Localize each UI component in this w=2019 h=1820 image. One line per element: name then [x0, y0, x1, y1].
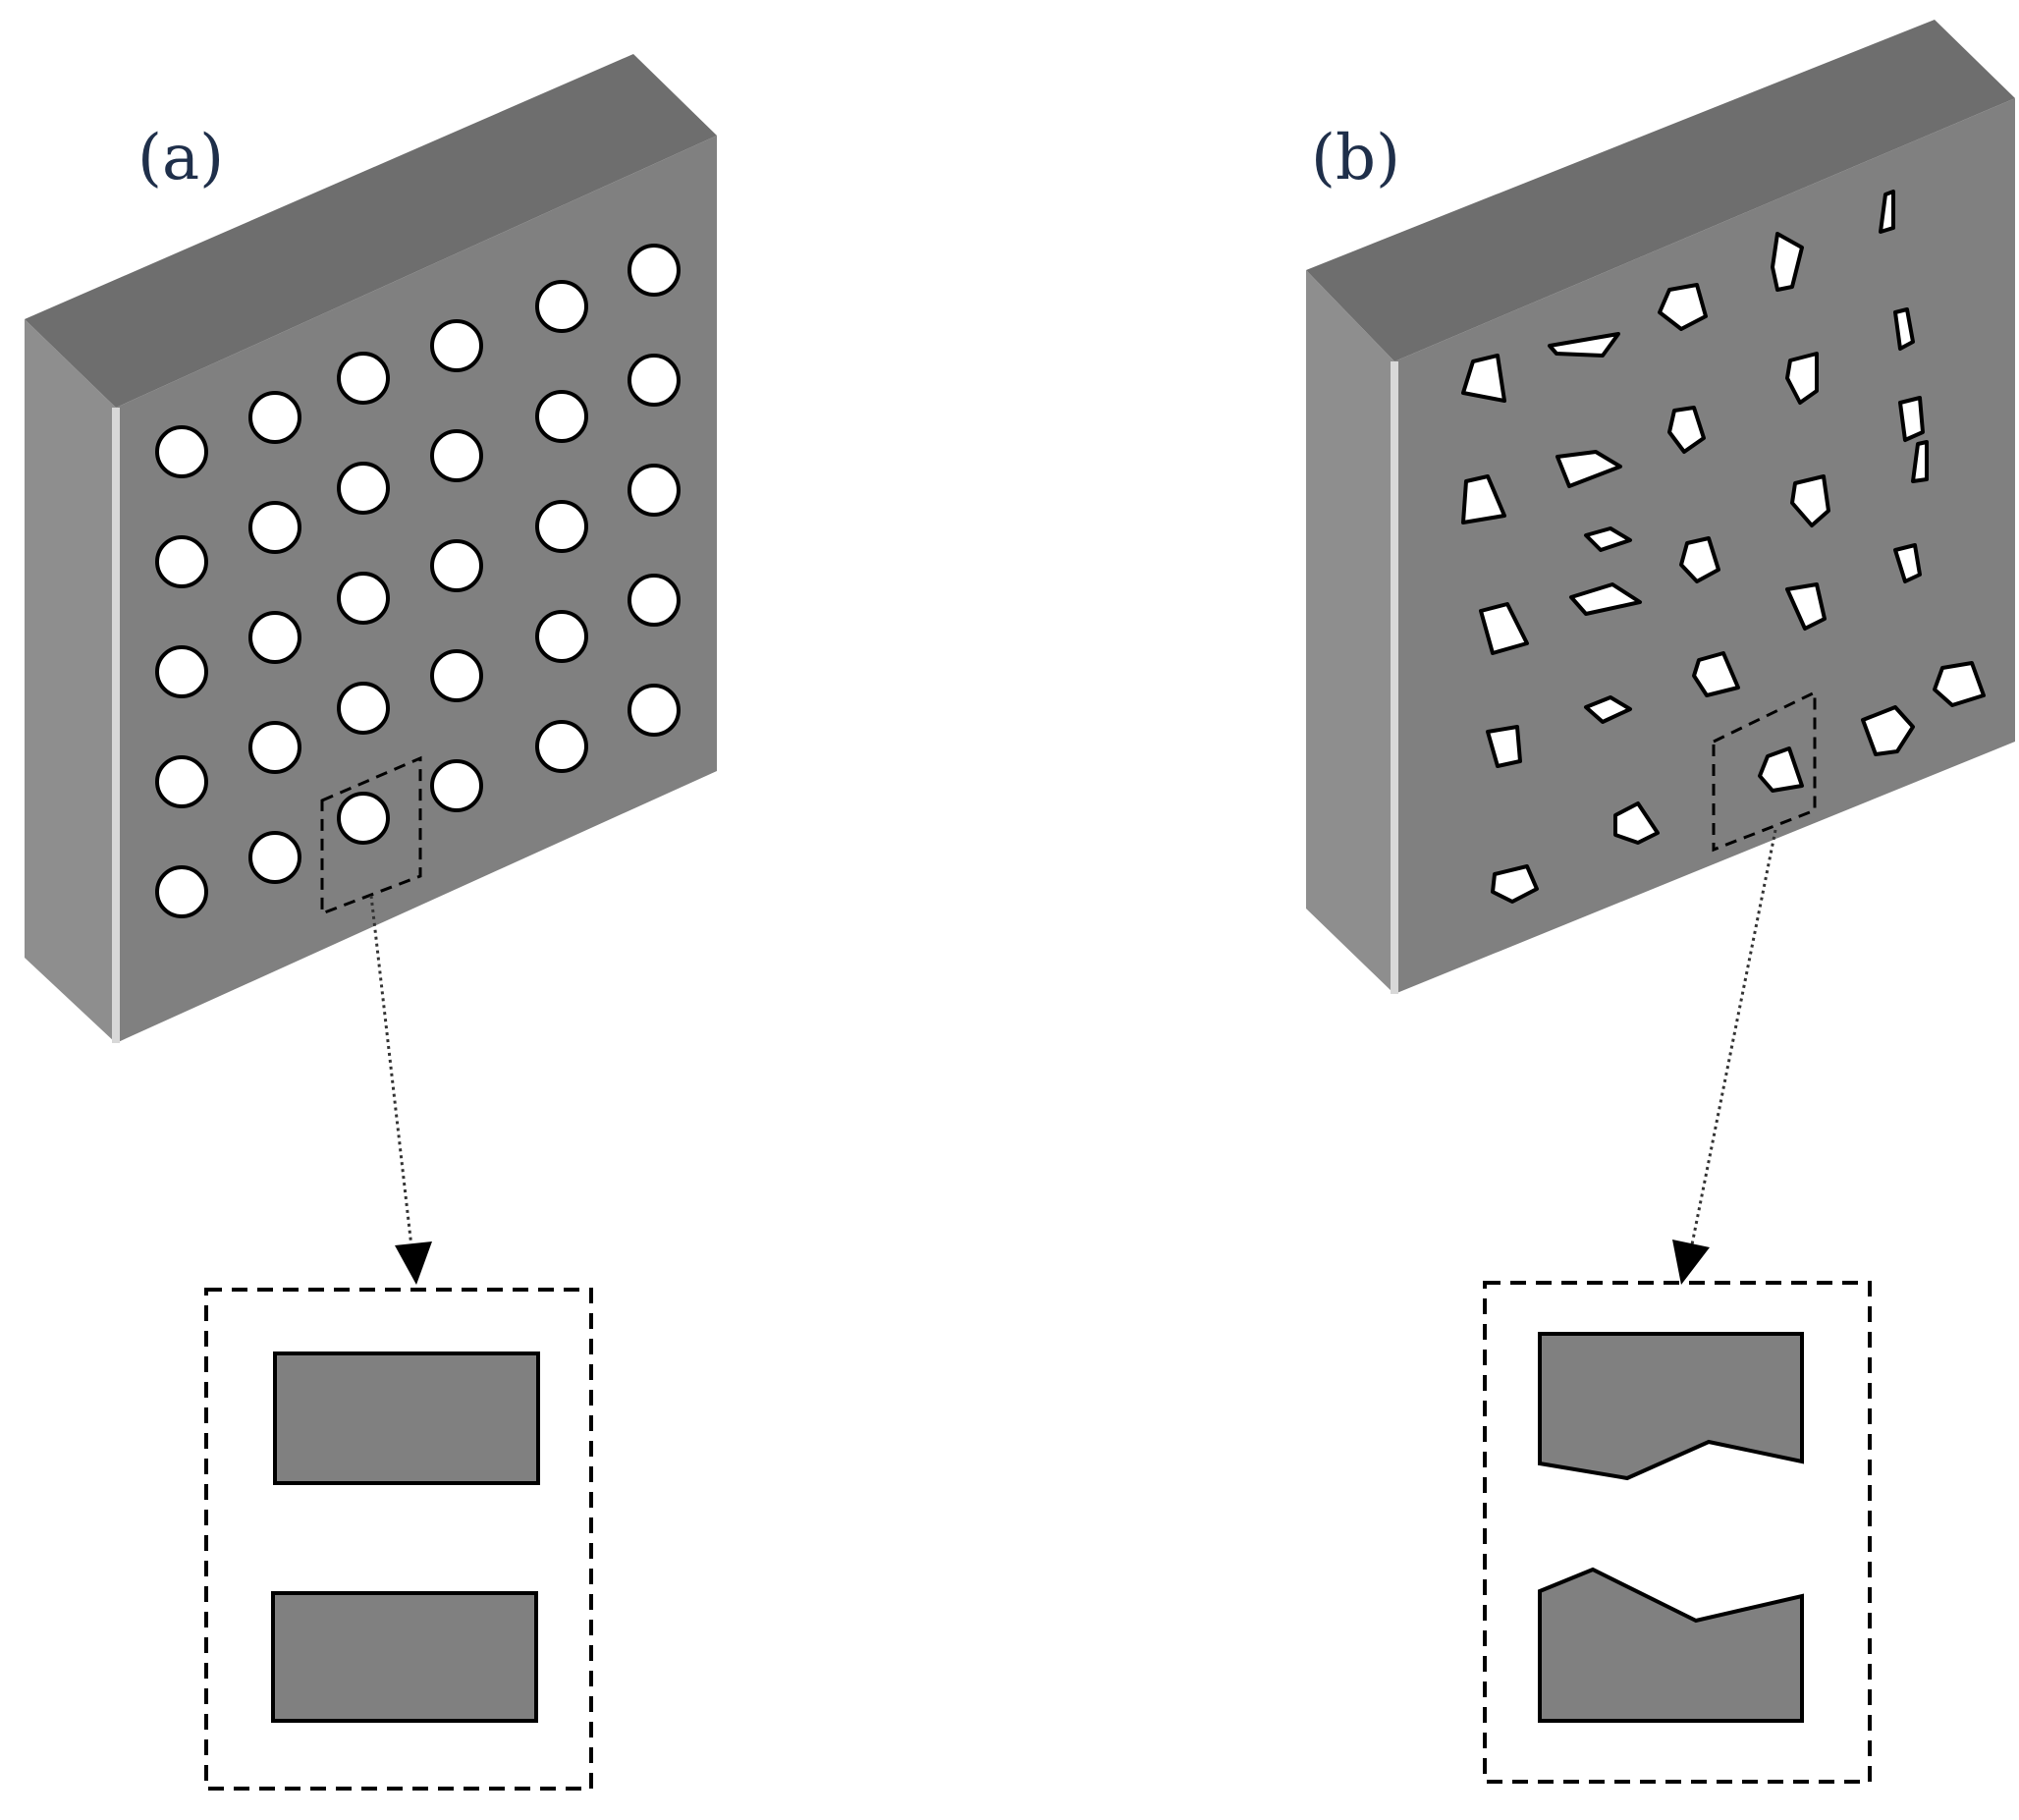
panel-a: (a): [25, 54, 717, 1791]
pore-irregular: [1667, 406, 1706, 454]
pore-circular: [535, 500, 588, 553]
panel-b-connector-line: [1689, 829, 1777, 1250]
pore-irregular: [1692, 651, 1740, 697]
pore-circular: [248, 831, 301, 884]
pore-circular: [337, 462, 390, 515]
pore-irregular: [1898, 396, 1925, 442]
pore-circular: [430, 649, 483, 702]
pore-circular: [628, 684, 681, 737]
pore-circular: [155, 535, 208, 588]
pore-irregular: [1584, 526, 1632, 552]
plate-b-top: [1306, 20, 2015, 361]
pore-irregular: [1879, 190, 1895, 234]
pore-circular: [430, 539, 483, 592]
pore-circular: [248, 391, 301, 444]
pore-circular: [248, 501, 301, 554]
panel-b-label: (b): [1311, 122, 1400, 194]
plate-b-side: [1306, 270, 1394, 994]
plate-b-selection-box: [1712, 689, 1817, 853]
plate-b-pores: [1461, 190, 1986, 904]
pore-circular: [628, 464, 681, 517]
pore-irregular: [1461, 354, 1506, 403]
plate-a-side: [25, 319, 116, 1043]
panel-a-label: (a): [137, 122, 224, 194]
pore-circular: [337, 682, 390, 735]
pore-irregular: [1569, 582, 1642, 616]
pore-circular: [430, 319, 483, 372]
pore-circular: [337, 572, 390, 625]
panel-b-arrowhead: [1672, 1240, 1710, 1285]
pore-circular: [155, 425, 208, 478]
plate-a-selection-box: [320, 755, 422, 916]
plate-a-pores: [155, 244, 681, 918]
pore-irregular: [1758, 746, 1804, 793]
plate-a-face: [116, 136, 717, 1043]
panel-b-cross-section-top: [1538, 1332, 1804, 1481]
pore-irregular: [1486, 725, 1522, 768]
pore-circular: [155, 755, 208, 808]
pore-irregular: [1613, 801, 1660, 845]
pore-irregular: [1584, 695, 1632, 724]
pore-circular: [430, 429, 483, 482]
panel-a-connector-line: [369, 895, 414, 1256]
pore-irregular: [1771, 232, 1804, 292]
pore-irregular: [1893, 307, 1915, 351]
pore-circular: [337, 352, 390, 405]
pore-circular: [628, 354, 681, 407]
pore-circular: [535, 280, 588, 333]
pore-irregular: [1785, 352, 1819, 405]
plate-a: [25, 54, 717, 1043]
pore-circular: [155, 865, 208, 918]
plate-a-top: [25, 54, 717, 408]
panel-b: (b): [1306, 20, 2015, 1784]
panel-a-cross-section-bottom: [271, 1591, 538, 1723]
pore-irregular: [1911, 440, 1929, 483]
panel-a-arrowhead: [395, 1241, 432, 1285]
panel-b-zoom-box: [1483, 1281, 1872, 1784]
pore-irregular: [1461, 474, 1506, 524]
pore-irregular: [1679, 536, 1720, 583]
pore-irregular: [1933, 661, 1986, 707]
panel-a-cross-section-top: [273, 1351, 540, 1485]
pore-irregular: [1790, 474, 1830, 527]
panel-b-cross-section-bottom: [1538, 1567, 1804, 1723]
plate-b: [1306, 20, 2015, 994]
pore-circular: [535, 720, 588, 773]
pore-circular: [155, 645, 208, 698]
panel-a-zoom-box: [204, 1288, 593, 1791]
pore-circular: [535, 610, 588, 663]
pore-irregular: [1785, 582, 1827, 631]
pore-irregular: [1893, 543, 1922, 583]
pore-irregular: [1658, 283, 1708, 331]
pore-circular: [430, 759, 483, 812]
pore-irregular: [1479, 602, 1529, 655]
pore-irregular: [1548, 332, 1620, 358]
pore-irregular: [1555, 450, 1622, 488]
pore-circular: [628, 244, 681, 297]
pore-circular: [248, 721, 301, 774]
pore-circular: [535, 390, 588, 443]
pore-circular: [248, 611, 301, 664]
pore-irregular: [1491, 864, 1539, 904]
pore-circular: [337, 792, 390, 845]
pore-irregular: [1861, 705, 1915, 756]
pore-circular: [628, 574, 681, 627]
